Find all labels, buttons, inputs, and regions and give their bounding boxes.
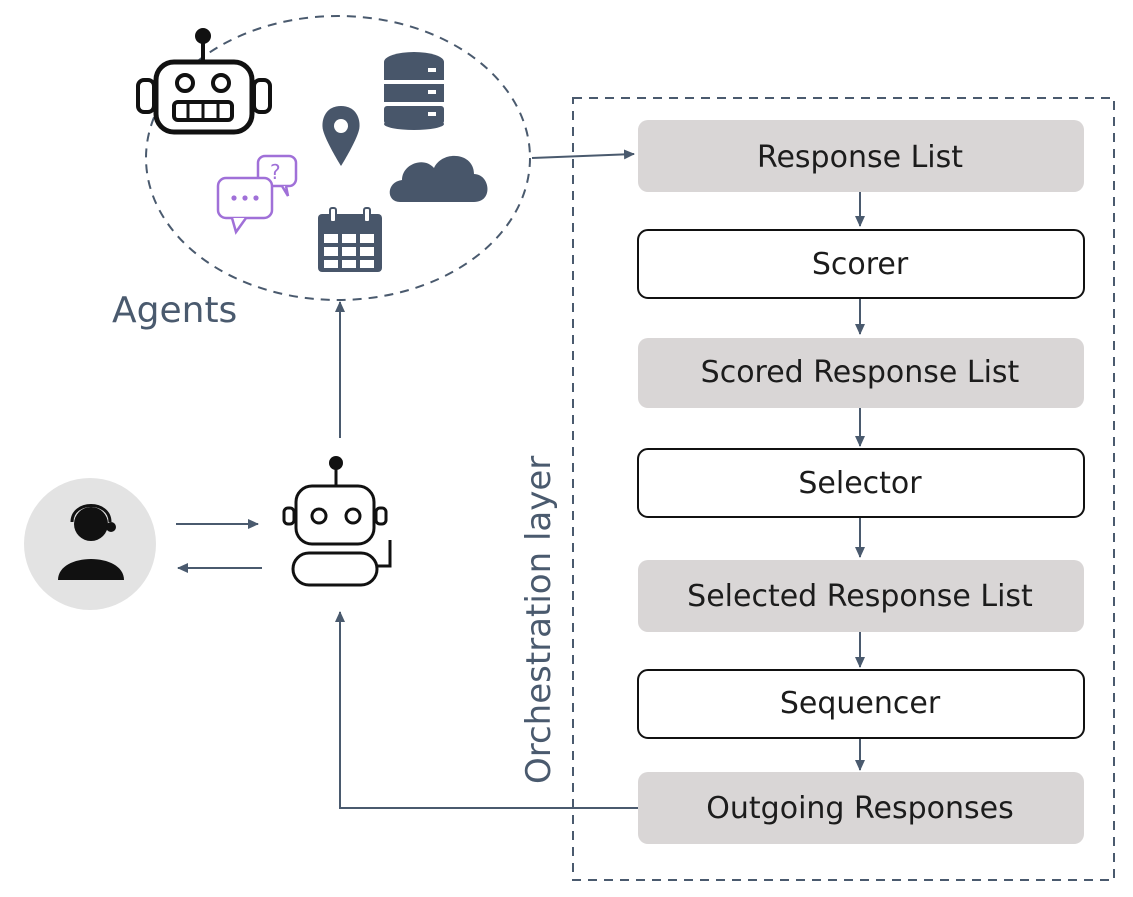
assistant-bot-icon bbox=[282, 456, 392, 587]
pipeline-label: Selector bbox=[798, 466, 922, 501]
pipeline-label: Scored Response List bbox=[701, 355, 1020, 390]
pipeline-node-selected-response-list: Selected Response List bbox=[638, 560, 1084, 632]
calendar-icon bbox=[318, 207, 382, 272]
cloud-icon bbox=[389, 155, 488, 202]
pipeline-node-scorer: Scorer bbox=[637, 229, 1085, 299]
user-headset-icon bbox=[24, 478, 156, 610]
orchestration-layer-label: Orchestration layer bbox=[519, 456, 559, 784]
pipeline-node-sequencer: Sequencer bbox=[637, 669, 1085, 739]
pipeline-node-response-list: Response List bbox=[638, 120, 1084, 192]
chat-bubbles-icon: ? bbox=[216, 154, 298, 235]
pipeline-node-scored-response-list: Scored Response List bbox=[638, 338, 1084, 408]
connectors bbox=[176, 149, 865, 809]
pipeline-label: Sequencer bbox=[780, 686, 941, 721]
pipeline-label: Selected Response List bbox=[687, 579, 1033, 614]
agents-label: Agents bbox=[112, 290, 237, 331]
svg-text:?: ? bbox=[270, 160, 281, 184]
pipeline-label: Response List bbox=[757, 140, 963, 175]
pipeline-label: Outgoing Responses bbox=[706, 791, 1013, 826]
orchestration-layer-frame bbox=[572, 97, 1115, 881]
agents-ellipse bbox=[145, 15, 531, 301]
location-pin-icon bbox=[322, 106, 360, 166]
pipeline-node-selector: Selector bbox=[637, 448, 1085, 518]
pipeline-label: Scorer bbox=[812, 247, 909, 282]
robot-icon bbox=[136, 28, 272, 135]
pipeline-node-outgoing-responses: Outgoing Responses bbox=[638, 772, 1084, 844]
database-icon bbox=[384, 52, 444, 130]
